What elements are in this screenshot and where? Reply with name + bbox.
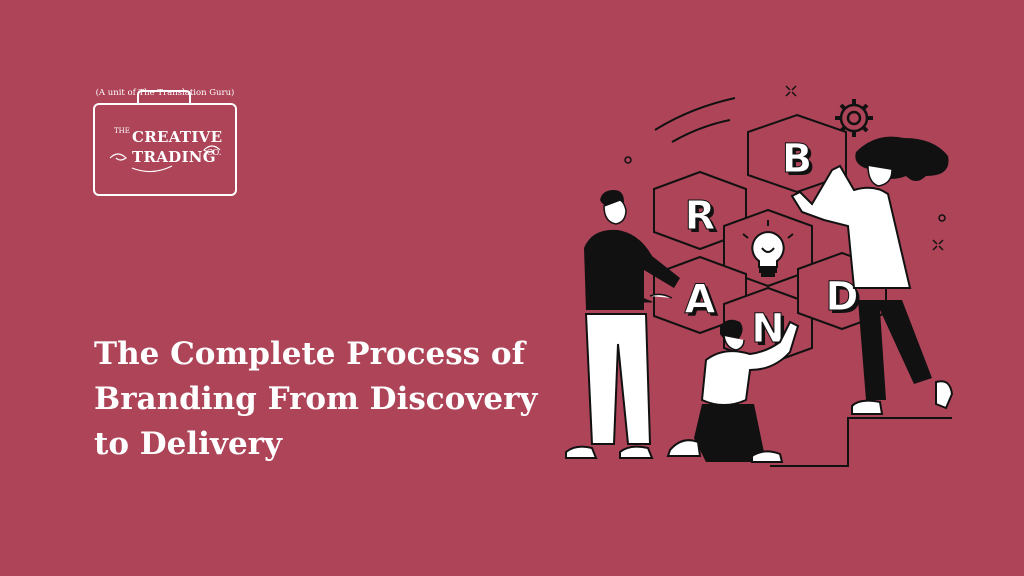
- person-kneeling: [666, 319, 800, 463]
- gear-icon: [835, 99, 873, 137]
- sparkle-icon: [785, 85, 797, 97]
- page-title: The Complete Process of Branding From Di…: [94, 332, 564, 467]
- title-line: Branding From Discovery: [94, 381, 538, 417]
- company-logo: THE CREATIVE TRADING CO. (A unit of The …: [92, 88, 238, 214]
- letter-b-shadow: B: [785, 139, 816, 185]
- title-line: to Delivery: [94, 426, 283, 462]
- branding-illustration: B B R R A A N N D D: [565, 85, 954, 467]
- logo-the: THE: [114, 127, 130, 135]
- step-outline: [770, 417, 952, 467]
- person-standing: [565, 190, 680, 459]
- logo-trading: TRADING: [132, 148, 216, 166]
- person-woman: [790, 136, 954, 415]
- logo-co: CO.: [206, 148, 222, 157]
- briefcase-icon: [93, 90, 237, 196]
- lightbulb-icon: [742, 220, 794, 277]
- arc-decoration: [671, 119, 731, 143]
- logo-creative: CREATIVE: [132, 128, 223, 146]
- dot-decoration: [624, 156, 632, 164]
- arc-decoration: [654, 97, 736, 131]
- sparkle-icon: [932, 239, 944, 251]
- letter-n: N: [751, 306, 784, 352]
- letter-r: R: [685, 193, 716, 239]
- letter-r-shadow: R: [688, 196, 719, 242]
- letter-a-shadow: A: [688, 280, 719, 326]
- title-line: The Complete Process of: [94, 336, 525, 372]
- logo-tagline: (A unit of The Translation Guru): [95, 88, 235, 98]
- hexagon-b: [747, 113, 847, 194]
- letter-b: B: [782, 136, 813, 182]
- dot-decoration: [938, 214, 946, 222]
- letter-a: A: [685, 277, 716, 323]
